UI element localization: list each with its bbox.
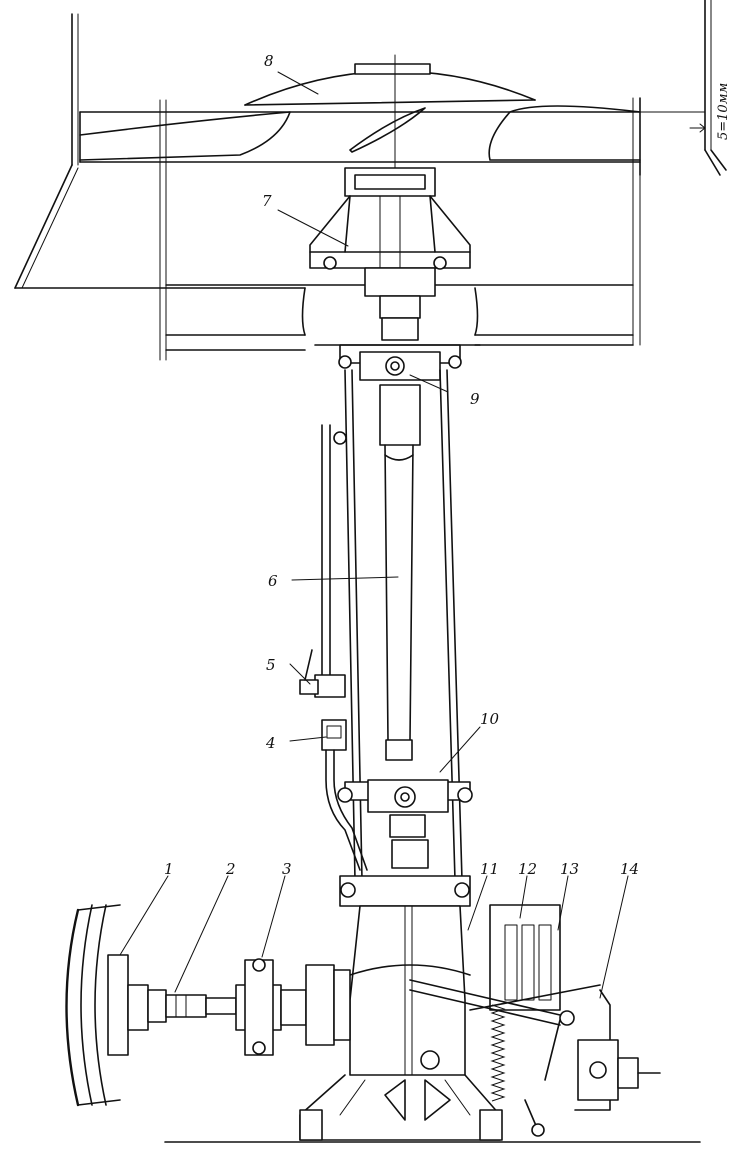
oil-line [299, 424, 368, 871]
callout-4: 4 [265, 734, 276, 752]
callout-11: 11 [480, 860, 499, 878]
lower-universal-joint [337, 779, 473, 869]
callout-12: 12 [518, 860, 537, 878]
control-linkage [409, 904, 601, 1137]
rotor-blade-upper [79, 105, 641, 161]
callout-7: 7 [262, 192, 272, 210]
clearance-dimension [689, 123, 706, 133]
callout-3: 3 [282, 860, 292, 878]
clearance-label: 5=10мм [716, 83, 731, 140]
callout-8: 8 [264, 52, 274, 70]
callout-9: 9 [470, 390, 480, 408]
clutch-coupling [235, 958, 351, 1056]
duct-right-wall [704, 0, 727, 176]
input-shaft [147, 989, 237, 1023]
rotor-head [309, 167, 471, 319]
upper-universal-joint [314, 317, 481, 381]
sensor-bracket [574, 989, 661, 1111]
hub-fairing [244, 54, 536, 171]
drive-shaft [379, 384, 421, 761]
leader-lines [119, 71, 629, 999]
callout-13: 13 [560, 860, 579, 878]
callout-14: 14 [620, 860, 639, 878]
callout-6: 6 [268, 572, 278, 590]
callout-10: 10 [480, 710, 500, 728]
callout-5: 5 [266, 656, 276, 674]
drive-pulley [65, 904, 149, 1107]
callout-2: 2 [225, 860, 236, 878]
callout-1: 1 [164, 860, 174, 878]
upper-duct-band [79, 97, 706, 361]
